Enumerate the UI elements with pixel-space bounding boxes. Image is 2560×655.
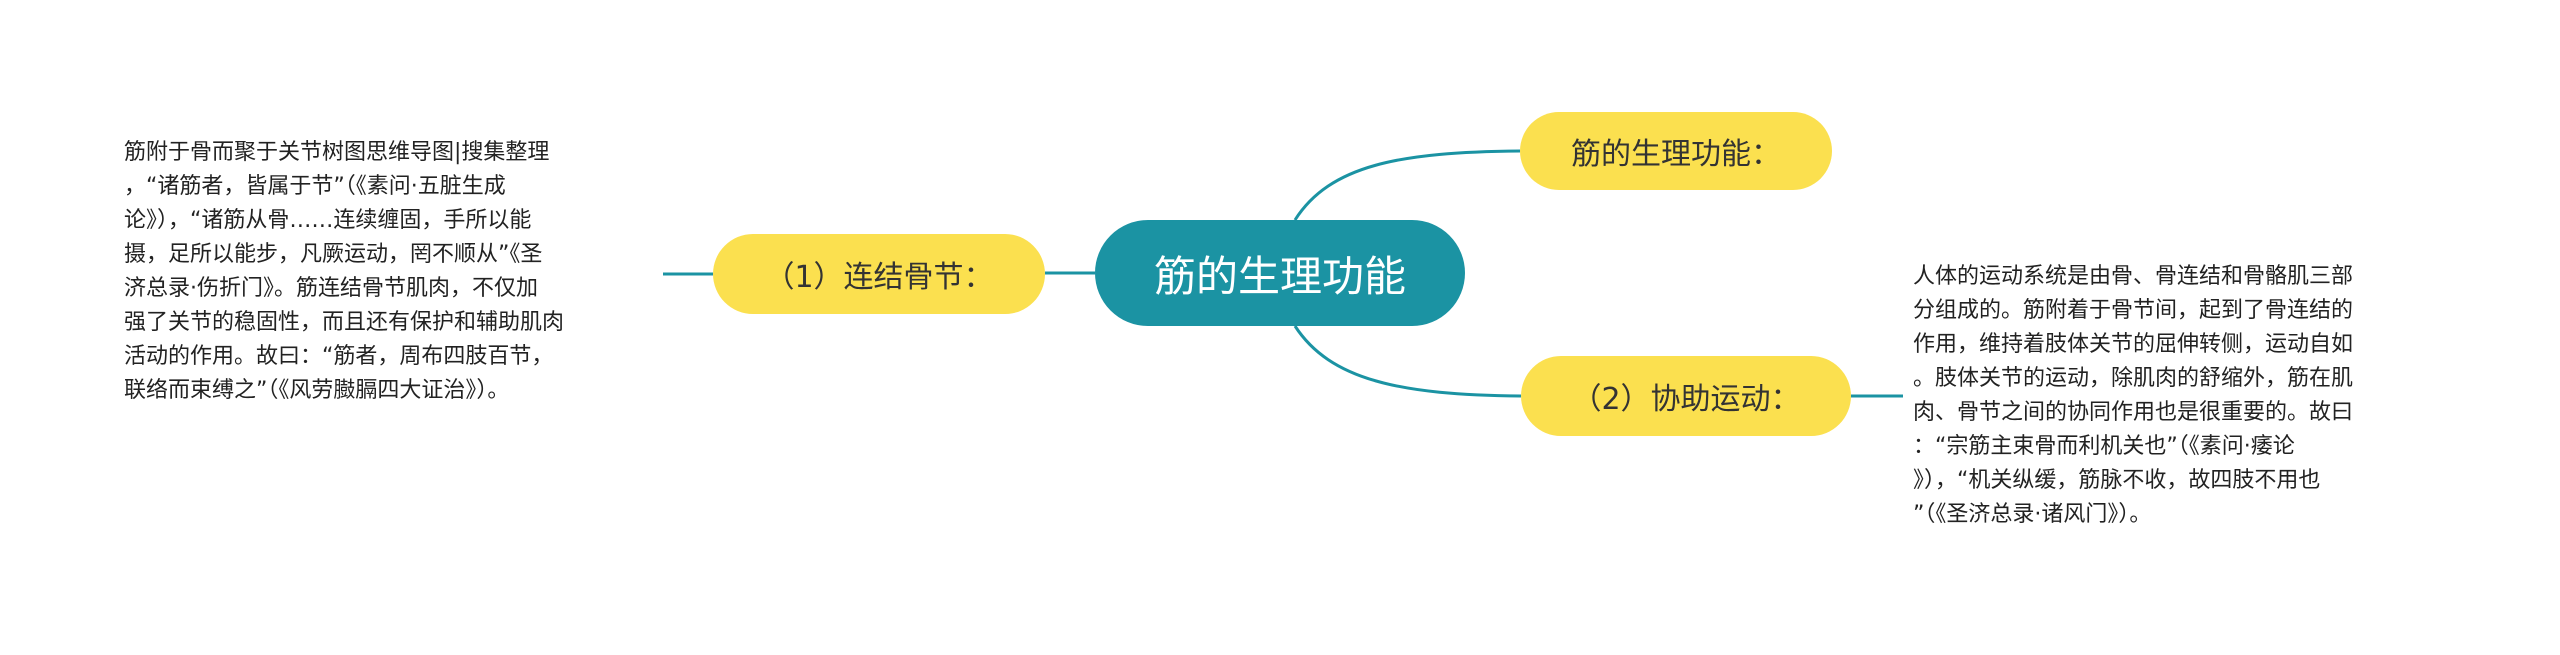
- leaf-line: ：“宗筋主束骨而利机关也”（《素问·痿论: [1913, 434, 2295, 459]
- leaf-line: 肉、骨节之间的协同作用也是很重要的。故曰: [1913, 400, 2354, 425]
- leaf-assist-movement-text: 人体的运动系统是由骨、骨连结和骨骼肌三部 分组成的。筋附着于骨节间，起到了骨连结…: [1913, 260, 2453, 532]
- leaf-line: 活动的作用。故曰：“筋者，周布四肢百节，: [124, 344, 554, 369]
- connector-root-to-top: [1293, 149, 1521, 221]
- leaf-line: 论》），“诸筋从骨……连续缠固，手所以能: [124, 208, 532, 233]
- leaf-line: 联络而束缚之”（《风劳臌膈四大证治》）。: [124, 378, 510, 403]
- leaf-connect-joints-text: 筋附于骨而聚于关节树图思维导图|搜集整理 ，“诸筋者，皆属于节”（《素问·五脏生…: [124, 136, 654, 408]
- root-topic[interactable]: 筋的生理功能: [1095, 220, 1465, 326]
- leaf-line: 人体的运动系统是由骨、骨连结和骨骼肌三部: [1913, 264, 2354, 289]
- leaf-line: 济总录·伤折门》。筋连结骨节肌肉，不仅加: [124, 276, 538, 301]
- branch-connect-joints[interactable]: （1）连结骨节：: [713, 234, 1045, 314]
- leaf-line: 》），“机关纵缓，筋脉不收，故四肢不用也: [1913, 468, 2321, 493]
- leaf-line: 强了关节的稳固性，而且还有保护和辅助肌肉: [124, 310, 565, 335]
- leaf-line: 筋附于骨而聚于关节树图思维导图|搜集整理: [124, 140, 550, 165]
- leaf-line: ”（《圣济总录·诸风门》）。: [1913, 502, 2152, 527]
- leaf-line: ，“诸筋者，皆属于节”（《素问·五脏生成: [124, 174, 506, 199]
- branch-assist-movement[interactable]: （2）协助运动：: [1521, 356, 1851, 436]
- branch-physiological-function[interactable]: 筋的生理功能：: [1520, 112, 1832, 190]
- leaf-line: 摄，足所以能步，凡厥运动，罔不顺从”《圣: [124, 242, 543, 267]
- leaf-line: 作用，维持着肢体关节的屈伸转侧，运动自如: [1913, 332, 2354, 357]
- leaf-line: 。肢体关节的运动，除肌肉的舒缩外，筋在肌: [1913, 366, 2354, 391]
- connector-root-to-right: [1293, 325, 1522, 398]
- leaf-line: 分组成的。筋附着于骨节间，起到了骨连结的: [1913, 298, 2354, 323]
